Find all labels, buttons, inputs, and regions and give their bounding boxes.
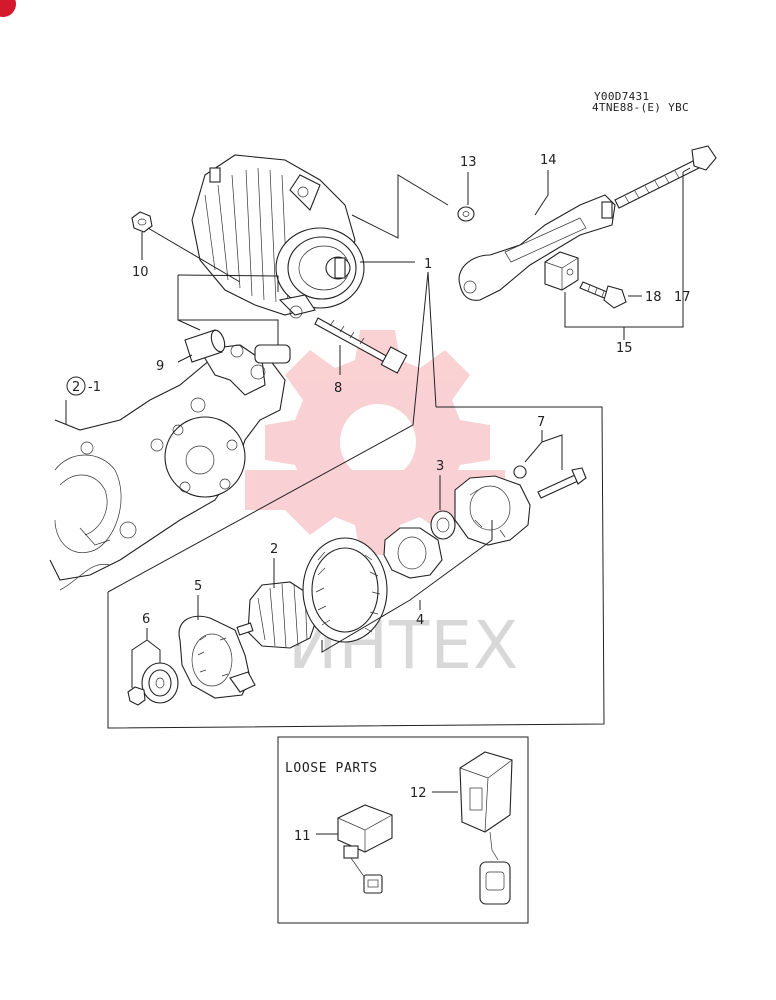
- part-13-washer: [457, 206, 475, 222]
- part-7-rear-frame: [454, 465, 587, 546]
- callout-8: 8: [334, 381, 342, 396]
- callout-15: 15: [616, 341, 633, 356]
- part-14-bracket: [458, 194, 616, 301]
- part-6-pulley: [127, 662, 179, 706]
- engine-block: [49, 344, 291, 591]
- callout-12: 12: [410, 786, 427, 801]
- part-2-rotor: [236, 581, 319, 649]
- callout-10: 10: [132, 265, 149, 280]
- callout-7: 7: [537, 415, 545, 430]
- callout-6: 6: [142, 612, 150, 627]
- part-9-bushing: [184, 329, 226, 363]
- part-12-ic-regulator: [459, 751, 513, 905]
- loose-parts-title: LOOSE PARTS: [285, 761, 378, 776]
- callout-14: 14: [540, 153, 557, 168]
- leader-lines: [65, 167, 691, 924]
- callout-5: 5: [194, 579, 202, 594]
- part-5-front-frame: [178, 615, 256, 699]
- watermark-logo: [245, 330, 505, 555]
- part-4-stator: [302, 527, 443, 643]
- callout-2: 2: [270, 542, 278, 557]
- part-3-bearing: [430, 510, 456, 540]
- part-10-nut: [131, 211, 153, 233]
- ref-circle-suffix: -1: [88, 380, 101, 395]
- callout-17: 17: [674, 290, 691, 305]
- callout-11: 11: [294, 829, 311, 844]
- ref-circle: [66, 376, 86, 396]
- callout-1: 1: [424, 257, 432, 272]
- callout-numbers: 1 2 3 4 5 6 7 8 9 10 11 12 13 14 15 17 1…: [72, 153, 691, 844]
- callout-4: 4: [416, 613, 424, 628]
- part-15-block: [544, 251, 579, 291]
- drawing-code: Y00D7431: [594, 90, 650, 103]
- ref-circle-number: 2: [72, 380, 80, 395]
- alternator-assembly: [191, 154, 365, 319]
- callout-3: 3: [436, 459, 444, 474]
- callout-13: 13: [460, 155, 477, 170]
- part-8-bolt: [314, 317, 408, 374]
- callout-9: 9: [156, 359, 164, 374]
- callout-18: 18: [645, 290, 662, 305]
- model-designation: 4TNE88-(E) YBC: [592, 101, 689, 114]
- part-18-bolt: [579, 281, 627, 309]
- corner-badge: [0, 0, 16, 17]
- part-11-regulator: [337, 804, 393, 894]
- part-17-long-bolt: [614, 145, 717, 209]
